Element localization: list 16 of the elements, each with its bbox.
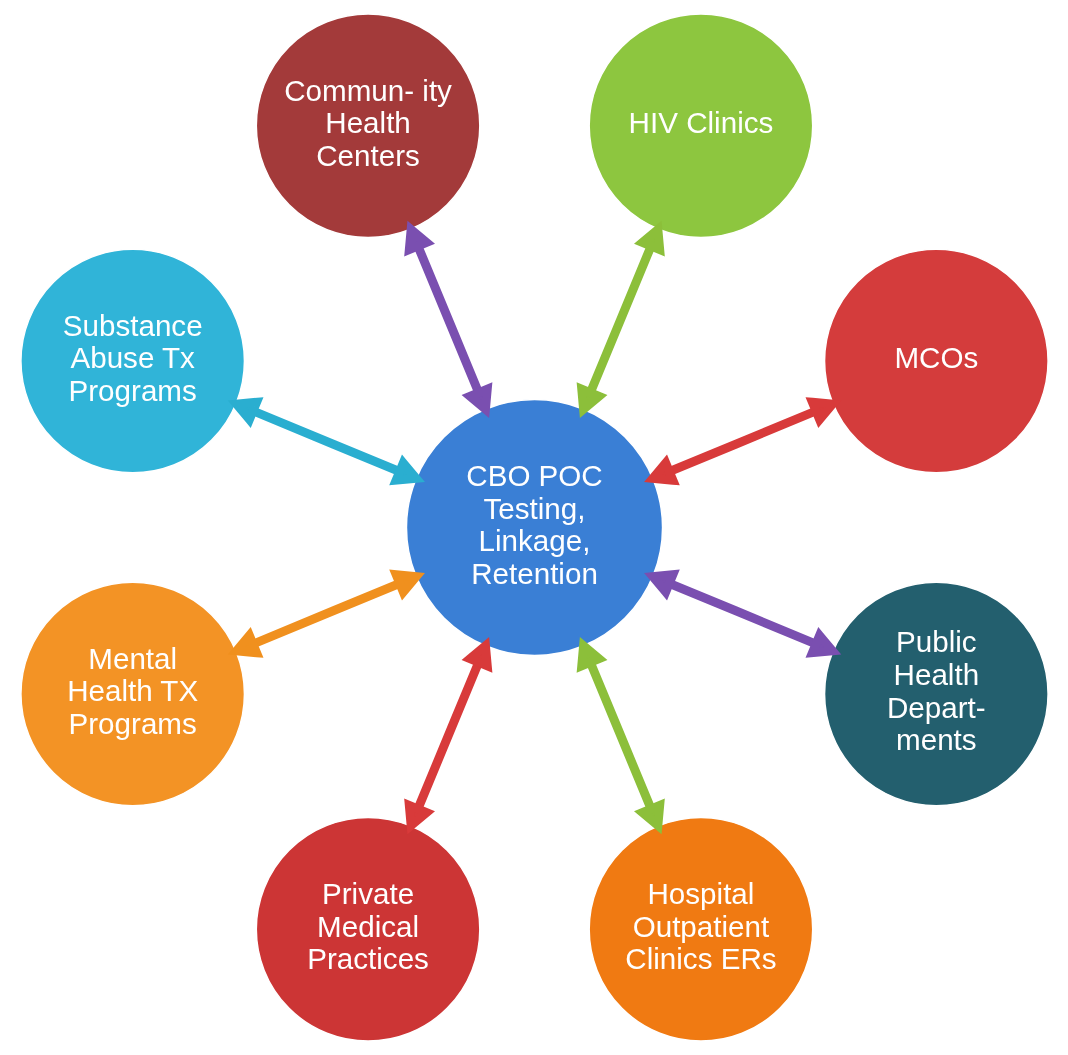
- node-circle: CBO POC Testing, Linkage, Retention: [405, 398, 663, 657]
- arrow: [576, 220, 665, 418]
- arrow: [643, 569, 841, 658]
- node-circle: Public Health Depart- ments: [823, 581, 1049, 807]
- node-circle: Hospital Outpatient Clinics ERs: [587, 816, 813, 1042]
- node-circle: HIV Clinics: [587, 13, 813, 239]
- node-circle: Private Medical Practices: [255, 816, 481, 1042]
- node-circle: MCOs: [823, 248, 1049, 474]
- arrow: [403, 220, 492, 418]
- arrow: [227, 397, 425, 486]
- node-circle: Commun- ity Health Centers: [255, 13, 481, 239]
- arrow: [403, 637, 492, 835]
- node-circle: Mental Health TX Programs: [19, 581, 245, 807]
- node-circle: Substance Abuse Tx Programs: [19, 248, 245, 474]
- arrow: [576, 637, 665, 835]
- arrow: [227, 569, 425, 658]
